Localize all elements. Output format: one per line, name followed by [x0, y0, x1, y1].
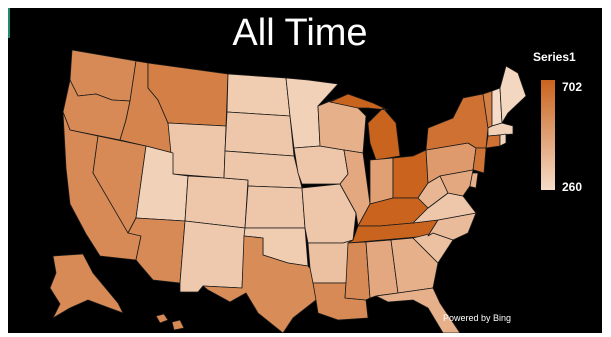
legend-min-label: 260 [562, 180, 583, 194]
map-title: All Time [232, 12, 368, 54]
state-illinois[interactable] [339, 149, 371, 227]
legend-max-label: 702 [562, 80, 583, 94]
state-alaska[interactable] [49, 253, 124, 319]
us-map [49, 49, 555, 333]
state-texas[interactable] [202, 235, 319, 333]
legend-color-scale [541, 80, 555, 190]
state-colorado[interactable] [184, 175, 249, 229]
accent-bar [8, 8, 10, 38]
map-panel [8, 8, 602, 333]
state-iowa[interactable] [293, 145, 349, 185]
state-new-mexico[interactable] [179, 220, 246, 293]
state-new-york[interactable] [425, 93, 489, 151]
state-maine[interactable] [499, 65, 527, 124]
state-wyoming[interactable] [167, 122, 227, 179]
state-north-dakota[interactable] [226, 73, 291, 117]
legend-series-name: Series1 [533, 50, 576, 64]
powered-by-bing-attribution: Powered by Bing [443, 313, 512, 323]
state-hawaii[interactable] [155, 313, 185, 331]
state-connecticut[interactable] [485, 134, 501, 149]
state-kansas[interactable] [244, 185, 306, 229]
state-rhode-island[interactable] [499, 133, 507, 147]
state-south-dakota[interactable] [224, 111, 295, 157]
state-washington[interactable] [69, 49, 137, 102]
state-florida[interactable] [375, 287, 461, 333]
state-maryland[interactable] [439, 169, 474, 197]
state-indiana[interactable] [369, 157, 394, 205]
state-new-jersey[interactable] [472, 147, 487, 174]
state-michigan[interactable] [329, 93, 401, 161]
